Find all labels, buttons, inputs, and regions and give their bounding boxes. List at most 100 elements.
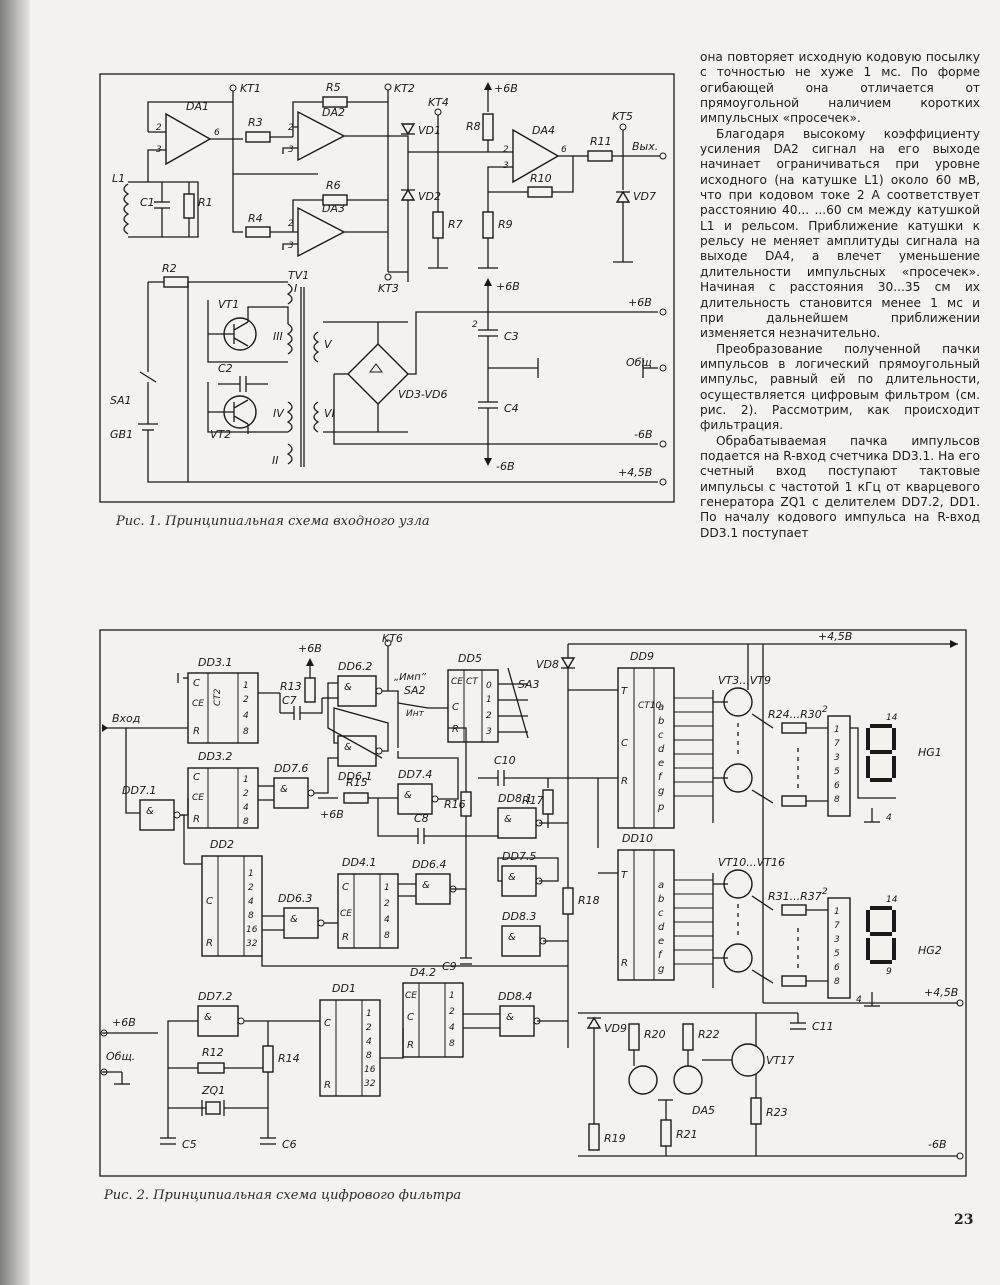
da1-pin6: 6 <box>214 128 220 138</box>
r16-label: R16 <box>444 798 466 811</box>
sa3-label: SA3 <box>518 678 540 691</box>
counter-dd4-2 <box>402 982 464 1058</box>
da3-pin3: 3 <box>288 241 294 251</box>
resistor-r7 <box>432 211 444 239</box>
dd9-seg-g: g <box>658 786 664 797</box>
plus45v-label-top: +4,5B <box>818 630 852 643</box>
dd32-bit8: 8 <box>243 817 249 827</box>
figure1-frame <box>99 73 675 503</box>
dd42-b2: 2 <box>449 1007 455 1017</box>
sa1-label: SA1 <box>110 394 132 407</box>
dd5-ce: CE <box>451 677 463 687</box>
resistor-r22 <box>682 1023 694 1051</box>
dd32-r: R <box>193 814 200 825</box>
dd31-label: DD3.1 <box>198 656 232 669</box>
winding-iv <box>286 401 293 433</box>
resistor-r19 <box>588 1123 600 1151</box>
dd31-bit8: 8 <box>243 727 249 737</box>
vd3vd6-label: VD3-VD6 <box>398 388 448 401</box>
dd41-b2: 2 <box>384 899 390 909</box>
winding-v-label: V <box>324 338 333 351</box>
dd10-r: R <box>621 958 628 969</box>
vd1-label: VD1 <box>418 124 441 137</box>
dd71-label: DD7.1 <box>122 784 156 797</box>
figure2-frame <box>99 629 967 1177</box>
resistor-r1 <box>183 193 195 219</box>
hg2-label: HG2 <box>918 944 942 957</box>
dd2-r: R <box>206 938 213 949</box>
dd63-label: DD6.3 <box>278 892 312 905</box>
terminal-plus6v <box>100 1029 108 1037</box>
r20-label: R20 <box>644 1028 666 1041</box>
plus6v-label-top: +6B <box>494 82 518 95</box>
output-terminal <box>659 152 667 160</box>
winding-i <box>286 283 293 305</box>
gate-dd6-2 <box>337 675 377 707</box>
dd42-b8: 8 <box>449 1039 455 1049</box>
dd1-b32: 32 <box>364 1079 376 1089</box>
kt4-label: KT4 <box>428 96 449 109</box>
r3-label: R3 <box>248 116 263 129</box>
hg1-pin2: 2 <box>822 705 828 715</box>
plus6v-label-left: +6B <box>112 1016 136 1029</box>
dd2-b16: 16 <box>246 925 258 935</box>
terminal-plus6v <box>659 308 667 316</box>
da4-pin2: 2 <box>503 145 509 155</box>
dd10-seg-c: c <box>658 908 664 919</box>
dd42-c: C <box>407 1012 414 1023</box>
dd1-r: R <box>324 1080 331 1091</box>
c11-label: C11 <box>812 1020 834 1033</box>
resistor-r8 <box>482 113 494 141</box>
gate-dd8-4 <box>499 1005 535 1037</box>
figure2-caption: Рис. 2. Принципиальная схема цифрового ф… <box>104 1188 462 1203</box>
opamp-da3 <box>297 206 346 258</box>
hg2-pin7: 7 <box>834 921 840 931</box>
segment-bus-dd9 <box>674 697 713 797</box>
dd74-symbol: & <box>404 790 412 801</box>
resistor-r18 <box>562 887 574 915</box>
dd10-segments: a b c d e f g <box>658 880 665 975</box>
dd10-seg-b: b <box>658 894 664 905</box>
plus6v-label-right: +6B <box>628 296 652 309</box>
r12-label: R12 <box>202 1046 224 1059</box>
inductor-l1 <box>123 183 130 235</box>
dd76-symbol: & <box>280 784 288 795</box>
page-binding-edge <box>0 0 30 1285</box>
minus6v-label-right: -6B <box>928 1138 947 1151</box>
dd61-label: DD6.1 <box>338 770 372 783</box>
dd9-segments: a b c d e f g p <box>657 702 665 813</box>
l1-label: L1 <box>112 172 125 185</box>
sa2-label: SA2 <box>404 684 426 697</box>
c10-label: C10 <box>494 754 516 767</box>
transistor-vt16 <box>723 943 753 973</box>
dd9-label: DD9 <box>630 650 654 663</box>
c6-label: C6 <box>282 1138 297 1151</box>
resistor-r30 <box>781 795 807 807</box>
resistor-r31 <box>781 904 807 916</box>
dd10-seg-g: g <box>658 964 664 975</box>
dd62-symbol: & <box>344 682 352 693</box>
test-point-kt3 <box>384 273 392 281</box>
vd9-label: VD9 <box>604 1022 627 1035</box>
dd32-bit1: 1 <box>243 775 249 785</box>
resistor-r13 <box>304 677 316 703</box>
dd72-symbol: & <box>204 1012 212 1023</box>
c3-plus: 2 <box>472 320 478 330</box>
dd61-symbol: & <box>344 742 352 753</box>
segment-bus-dd10 <box>674 879 713 965</box>
hg2-pin8: 8 <box>834 977 840 987</box>
kt6-label: KT6 <box>382 632 403 645</box>
da2-label: DA2 <box>322 106 345 119</box>
resistor-r20 <box>628 1023 640 1051</box>
diode-vd2 <box>400 188 416 201</box>
r23-label: R23 <box>766 1106 788 1119</box>
decoder-counter-dd10 <box>617 849 675 981</box>
c1-label: C1 <box>140 196 155 209</box>
dd10-seg-e: e <box>658 936 664 947</box>
article-text-column: она повторяет исходную кодовую посылку с… <box>700 50 980 541</box>
winding-iii <box>286 323 293 355</box>
hg1-pin7: 7 <box>834 739 840 749</box>
paragraph-2: Благодаря высокому коэффициенту усиления… <box>700 126 980 341</box>
dd2-label: DD2 <box>210 838 234 851</box>
dd10-label: DD10 <box>622 832 653 845</box>
